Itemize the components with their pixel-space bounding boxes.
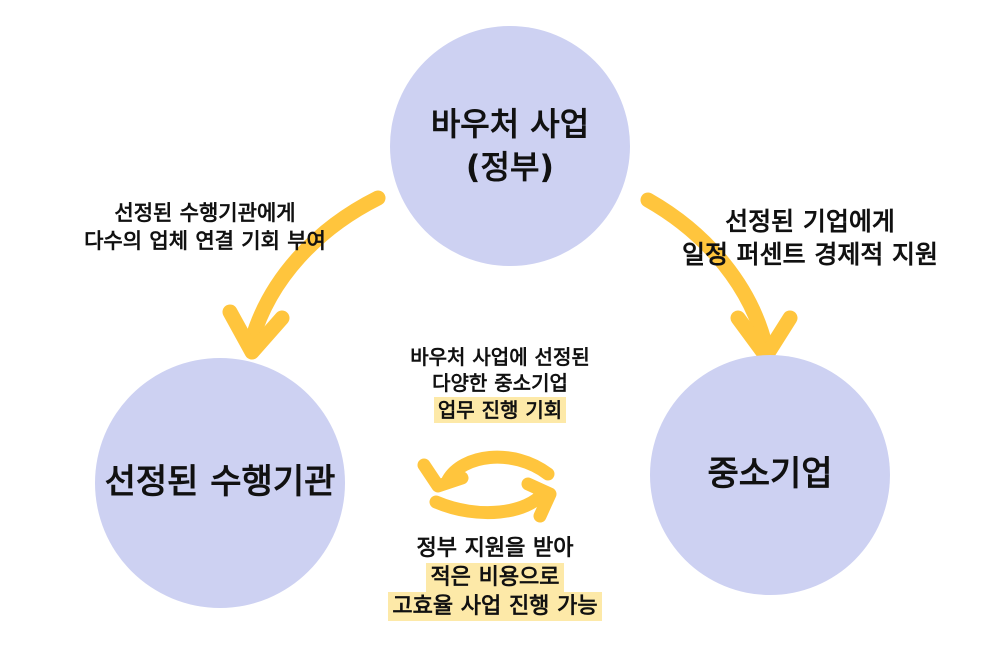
voucher-subtitle: (정부) xyxy=(465,148,555,186)
agency-benefit-highlight: 업무 진행 기회 xyxy=(433,396,567,424)
voucher-program-circle: 바우처 사업 (정부) xyxy=(390,26,630,266)
curved-arrow-down-left-icon xyxy=(222,190,386,360)
agency-benefit-line1: 바우처 사업에 선정된 xyxy=(410,345,590,369)
sme-title: 중소기업 xyxy=(707,454,833,495)
sme-benefit-label: 정부 지원을 받아 적은 비용으로 고효율 사업 진행 가능 xyxy=(345,534,645,622)
selected-agency-circle: 선정된 수행기관 xyxy=(95,358,345,608)
agency-title: 선정된 수행기관 xyxy=(104,462,336,503)
sme-benefit-highlight-1: 적은 비용으로 xyxy=(426,563,564,593)
voucher-title: 바우처 사업 xyxy=(430,104,590,143)
agency-benefit-line2: 다양한 중소기업 xyxy=(432,371,568,396)
sme-benefit-highlight-2: 고효율 사업 진행 가능 xyxy=(388,592,602,622)
sme-benefit-line1: 정부 지원을 받아 xyxy=(416,536,574,561)
voucher-to-agency-line1: 선정된 수행기관에게 xyxy=(114,201,296,225)
voucher-to-sme-line1: 선정된 기업에게 xyxy=(725,207,895,236)
voucher-to-sme-label: 선정된 기업에게 일정 퍼센트 경제적 지원 xyxy=(630,205,990,271)
cycle-arrows-icon xyxy=(417,450,557,523)
agency-benefit-label: 바우처 사업에 선정된 다양한 중소기업 업무 진행 기회 xyxy=(360,344,640,424)
voucher-to-agency-line2: 다수의 업체 연결 기회 부여 xyxy=(84,228,326,253)
voucher-to-sme-line2: 일정 퍼센트 경제적 지원 xyxy=(681,240,939,269)
voucher-to-agency-label: 선정된 수행기관에게 다수의 업체 연결 기회 부여 xyxy=(40,200,370,255)
sme-circle: 중소기업 xyxy=(650,355,890,595)
